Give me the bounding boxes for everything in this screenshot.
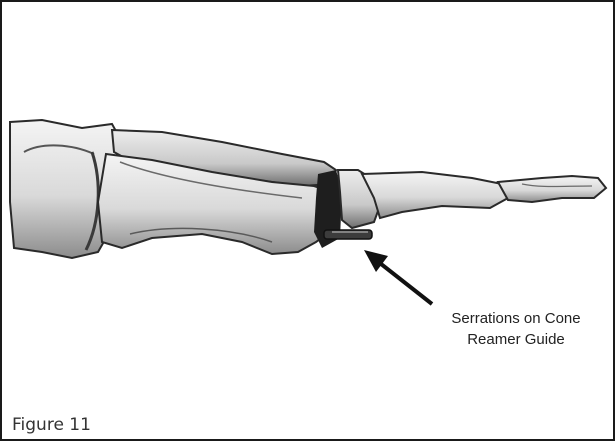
figure-caption: Figure 11 (12, 415, 91, 435)
callout-line-2: Reamer Guide (426, 329, 606, 350)
proximal-phalanx-2 (362, 172, 508, 218)
callout-line-1: Serrations on Cone (426, 308, 606, 329)
callout-label: Serrations on Cone Reamer Guide (426, 308, 606, 350)
arrow-pointing-up-left-icon (364, 250, 432, 304)
distal-phalanges (498, 176, 606, 202)
